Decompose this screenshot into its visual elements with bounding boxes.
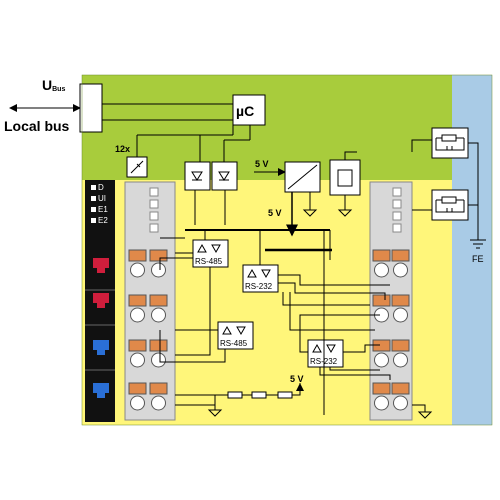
- right-terminal-screw: [393, 352, 408, 368]
- rs485-label-1: RS-485: [195, 257, 223, 266]
- rs232-box-2: RS-232: [307, 339, 344, 368]
- ubus-label: UBus: [42, 77, 65, 93]
- left-terminal-top: [149, 294, 168, 307]
- optocoupler-1: [184, 161, 211, 191]
- left-terminal-screw: [130, 262, 145, 278]
- left-terminal-screw: [151, 307, 166, 323]
- rs485-box-2: RS-485: [217, 321, 254, 350]
- right-terminal-screw: [374, 395, 389, 411]
- left-terminal-top: [149, 339, 168, 352]
- microcontroller-box: [232, 94, 266, 126]
- right-terminals: [372, 249, 410, 411]
- fe-label: FE: [472, 254, 484, 264]
- red-button-1: [93, 258, 109, 273]
- twelve-x-label: 12x: [115, 144, 130, 154]
- left-terminal-top: [128, 339, 147, 352]
- right-terminal-top: [372, 382, 391, 395]
- left-terminal-screw: [130, 352, 145, 368]
- right-terminal-screw: [374, 262, 389, 278]
- surge-protector-1: [431, 127, 469, 159]
- right-terminal-top: [391, 339, 410, 352]
- blue-button-2: [93, 383, 109, 398]
- led-group: D UI E1 E2: [91, 183, 108, 225]
- right-terminal-top: [372, 249, 391, 262]
- led-label-d: D: [98, 183, 104, 192]
- right-terminal-top: [372, 294, 391, 307]
- left-terminal-screw: [151, 262, 166, 278]
- bus-interface-box: [79, 83, 103, 133]
- left-terminal-screw: [130, 395, 145, 411]
- red-button-2: [93, 293, 109, 308]
- local-bus-label: Local bus: [4, 118, 70, 134]
- right-terminal-top: [391, 382, 410, 395]
- left-terminals: [128, 249, 168, 411]
- right-terminal-top: [391, 294, 410, 307]
- termination-network: [175, 383, 301, 417]
- five-v-mid-label: 5 V: [268, 208, 282, 218]
- left-terminal-screw: [151, 352, 166, 368]
- left-terminal-top: [128, 294, 147, 307]
- led-label-ui: UI: [98, 194, 106, 203]
- five-v-top-label: 5 V: [255, 159, 269, 169]
- five-v-bottom-label: 5 V: [290, 374, 304, 384]
- left-terminal-top: [128, 249, 147, 262]
- wiring: [159, 230, 391, 415]
- uc-label: µC: [236, 103, 254, 119]
- right-terminal-screw: [393, 262, 408, 278]
- optocoupler-2: [211, 161, 238, 191]
- led-label-e1: E1: [98, 205, 108, 214]
- right-terminal-screw: [393, 307, 408, 323]
- right-terminal-top: [391, 249, 410, 262]
- rs232-label-1: RS-232: [245, 282, 273, 291]
- left-terminal-screw: [151, 395, 166, 411]
- led-label-e2: E2: [98, 216, 108, 225]
- right-terminal-screw: [393, 395, 408, 411]
- left-terminal-top: [149, 249, 168, 262]
- left-terminal-top: [128, 382, 147, 395]
- rs485-box-1: RS-485: [192, 239, 229, 268]
- left-terminal-top: [149, 382, 168, 395]
- blue-button-1: [93, 340, 109, 355]
- rs232-box-1: RS-232: [242, 264, 279, 293]
- left-terminal-screw: [130, 307, 145, 323]
- rs485-label-2: RS-485: [220, 339, 248, 348]
- surge-protector-2: [431, 189, 469, 221]
- right-terminal-screw: [374, 352, 389, 368]
- filter-block: [329, 159, 361, 196]
